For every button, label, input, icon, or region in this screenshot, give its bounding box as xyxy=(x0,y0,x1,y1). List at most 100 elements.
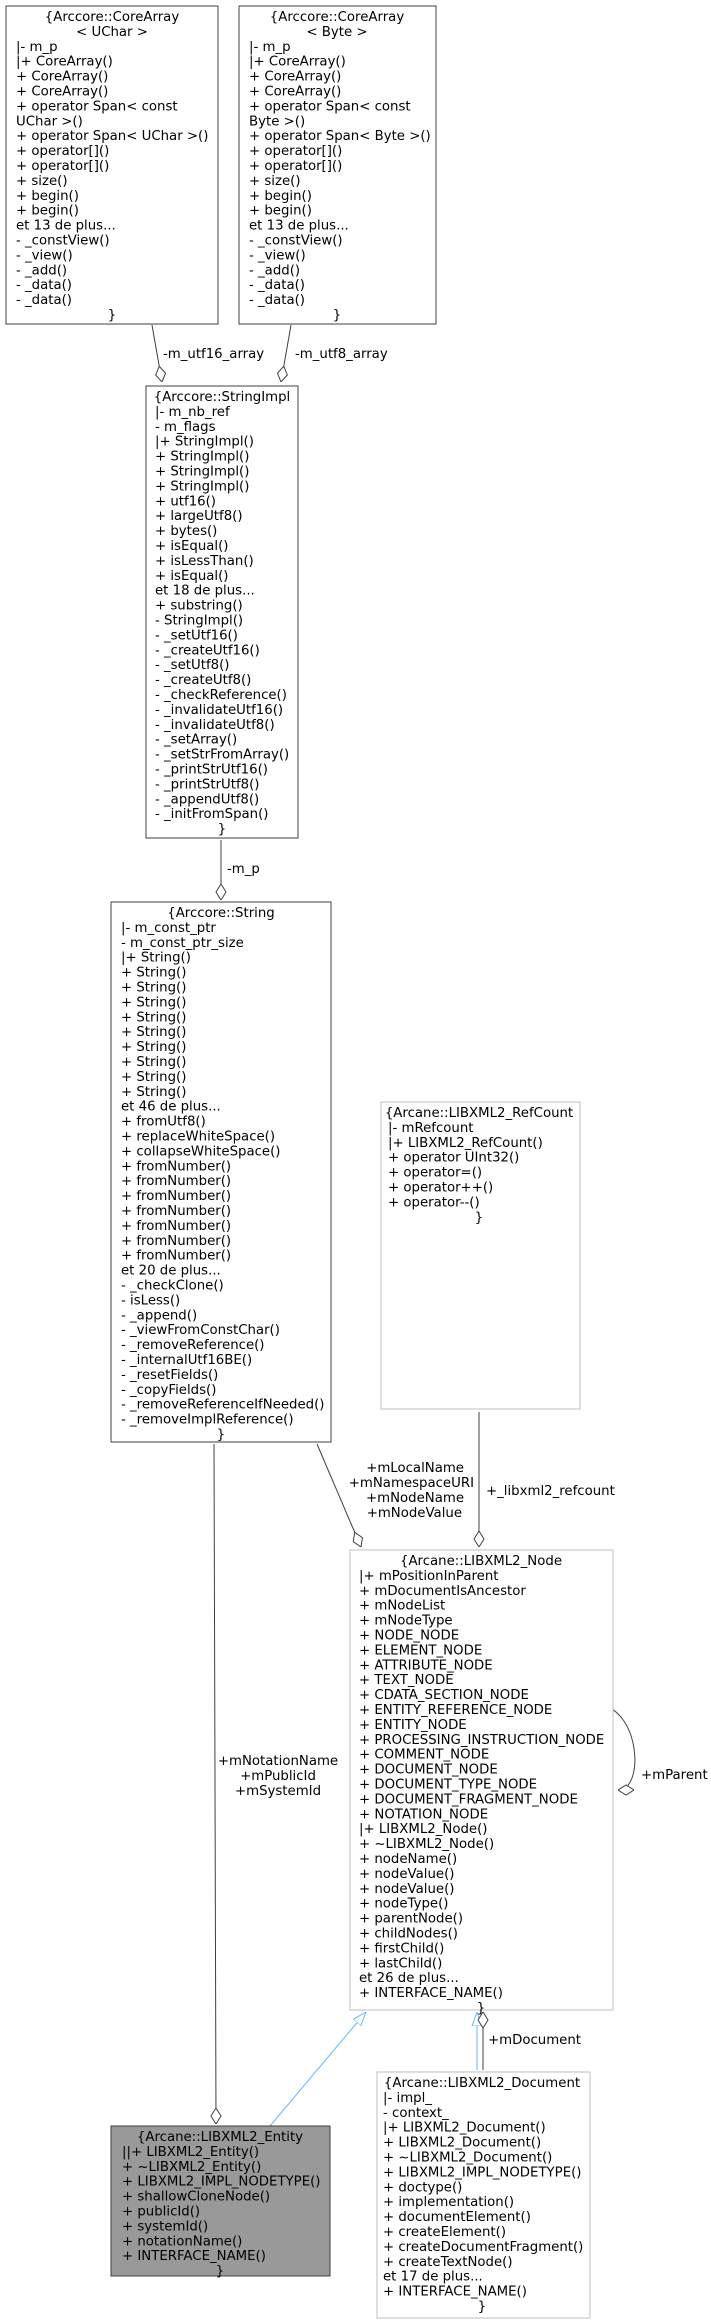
member-line: - _createUtf8() xyxy=(155,673,251,688)
member-line: + documentElement() xyxy=(383,2210,531,2225)
member-line: - _removeImplReference() xyxy=(121,1413,294,1428)
member-line: + PROCESSING_INSTRUCTION_NODE xyxy=(359,1733,604,1748)
member-line: + StringImpl() xyxy=(155,479,249,494)
member-line: + implementation() xyxy=(383,2195,514,2210)
node-refcount[interactable]: {Arcane::LIBXML2_RefCount|- mRefcount|+ … xyxy=(380,1101,581,1410)
member-line: + CoreArray() xyxy=(16,85,108,100)
member-line: et 18 de plus... xyxy=(155,584,255,599)
member-line: et 46 de plus... xyxy=(121,1100,221,1115)
member-line: + ~LIBXML2_Node() xyxy=(359,1837,494,1852)
member-line: + fromNumber() xyxy=(121,1249,231,1264)
member-line: + String() xyxy=(121,1040,186,1055)
member-line: |+ mPositionInParent xyxy=(359,1569,499,1584)
member-line: + operator UInt32() xyxy=(388,1151,519,1166)
member-line: - _removeReferenceIfNeeded() xyxy=(121,1398,324,1413)
node-stringimpl[interactable]: {Arccore::StringImpl|- m_nb_ref- m_flags… xyxy=(145,385,299,839)
member-line: + LIBXML2_Document() xyxy=(383,2136,541,2151)
member-line: + String() xyxy=(121,995,186,1010)
member-line: + DOCUMENT_FRAGMENT_NODE xyxy=(359,1792,578,1807)
member-line: < UChar > xyxy=(76,25,148,40)
member-line: {Arccore::StringImpl xyxy=(154,390,291,405)
member-line: - StringImpl() xyxy=(155,614,243,629)
member-line: - _initFromSpan() xyxy=(155,807,268,822)
member-line: - isLess() xyxy=(121,1293,180,1308)
member-line: + String() xyxy=(121,1025,186,1040)
member-line: + operator Span< const xyxy=(249,99,411,114)
member-line: + fromNumber() xyxy=(121,1204,231,1219)
member-line: + ~LIBXML2_Document() xyxy=(383,2151,552,2166)
member-line: {Arcane::LIBXML2_Entity xyxy=(137,2130,303,2145)
member-line: - _setArray() xyxy=(155,733,237,748)
member-line: + StringImpl() xyxy=(155,465,249,480)
member-line: + DOCUMENT_TYPE_NODE xyxy=(359,1778,537,1793)
member-line: |- m_p xyxy=(16,40,58,55)
member-line: - m_const_ptr_size xyxy=(121,936,244,951)
member-line: + fromNumber() xyxy=(121,1234,231,1249)
member-line: + notationName() xyxy=(122,2234,242,2249)
edge-label-entity-assoc-1: +mPublicId xyxy=(240,1769,316,1784)
member-line: + String() xyxy=(121,1010,186,1025)
member-line: {Arccore::CoreArray xyxy=(270,10,405,25)
member-line: + begin() xyxy=(16,204,79,219)
edge-label-node-assoc-1: +mNamespaceURI xyxy=(349,1476,474,1491)
member-line: + mNodeList xyxy=(359,1599,445,1614)
member-line: + nodeValue() xyxy=(359,1882,454,1897)
node-libxml2-node[interactable]: {Arcane::LIBXML2_Node|+ mPositionInParen… xyxy=(349,1549,614,2016)
member-line: + operator[]() xyxy=(249,144,342,159)
member-line: + createDocumentFragment() xyxy=(383,2240,583,2255)
member-line: + ~LIBXML2_Entity() xyxy=(122,2160,261,2175)
member-line: - _createUtf16() xyxy=(155,643,260,658)
member-line: + fromUtf8() xyxy=(121,1115,206,1130)
member-line: + childNodes() xyxy=(359,1927,458,1942)
member-line: + NODE_NODE xyxy=(359,1629,459,1644)
node-corearray-uchar[interactable]: {Arccore::CoreArray< UChar >|- m_p|+ Cor… xyxy=(5,5,219,325)
edge-label-parent: +mParent xyxy=(641,1768,708,1783)
member-line: + DOCUMENT_NODE xyxy=(359,1763,498,1778)
member-line: + isEqual() xyxy=(155,569,228,584)
member-line: - _appendUtf8() xyxy=(155,792,259,807)
member-line: + nodeValue() xyxy=(359,1867,454,1882)
edge-entity-assoc xyxy=(214,1443,216,2124)
node-libxml2-document[interactable]: {Arcane::LIBXML2_Document|- impl_- conte… xyxy=(376,2071,591,2319)
member-line: + COMMENT_NODE xyxy=(359,1748,489,1763)
member-line: + TEXT_NODE xyxy=(359,1673,454,1688)
member-line: + CoreArray() xyxy=(16,70,108,85)
member-line: - m_flags xyxy=(155,420,216,435)
member-line: + createElement() xyxy=(383,2225,506,2240)
member-line: + operator--() xyxy=(388,1195,480,1210)
member-line: - _copyFields() xyxy=(121,1383,216,1398)
member-line: - context_ xyxy=(383,2106,449,2121)
edge-node-assoc xyxy=(316,1443,361,1547)
member-line: - _setUtf16() xyxy=(155,628,238,643)
node-corearray-byte[interactable]: {Arccore::CoreArray< Byte >|- m_p|+ Core… xyxy=(238,5,437,325)
member-line: - _invalidateUtf8() xyxy=(155,718,275,733)
member-line: - _checkClone() xyxy=(121,1279,224,1294)
member-line: - _data() xyxy=(249,278,305,293)
member-line: - _add() xyxy=(249,263,300,278)
member-line: } xyxy=(218,822,226,837)
member-line: + nodeName() xyxy=(359,1852,457,1867)
member-line: + LIBXML2_IMPL_NODETYPE() xyxy=(122,2175,320,2190)
member-line: + operator[]() xyxy=(249,159,342,174)
member-line: } xyxy=(477,2001,485,2016)
member-line: UChar >() xyxy=(16,114,83,129)
member-line: |- m_p xyxy=(249,40,291,55)
member-line: - _constView() xyxy=(249,234,343,249)
member-line: |+ LIBXML2_RefCount() xyxy=(388,1136,543,1151)
member-line: + size() xyxy=(16,174,68,189)
member-line: + fromNumber() xyxy=(121,1159,231,1174)
member-line: et 17 de plus... xyxy=(383,2270,483,2285)
node-libxml2-entity[interactable]: {Arcane::LIBXML2_Entity||+ LIBXML2_Entit… xyxy=(110,2125,331,2279)
edge-utf8-array xyxy=(281,324,292,382)
member-line: } xyxy=(333,308,341,323)
member-line: |+ String() xyxy=(121,951,191,966)
member-line: + CDATA_SECTION_NODE xyxy=(359,1688,529,1703)
node-string[interactable]: {Arccore::String|- m_const_ptr- m_const_… xyxy=(110,901,332,1443)
member-line: {Arcane::LIBXML2_Node xyxy=(400,1554,562,1569)
edge-entity-inherits-node xyxy=(269,2012,366,2127)
member-line: + ATTRIBUTE_NODE xyxy=(359,1658,493,1673)
member-line: + ELEMENT_NODE xyxy=(359,1643,482,1658)
member-line: - _data() xyxy=(16,293,72,308)
member-line: et 20 de plus... xyxy=(121,1264,221,1279)
member-line: + isEqual() xyxy=(155,539,228,554)
